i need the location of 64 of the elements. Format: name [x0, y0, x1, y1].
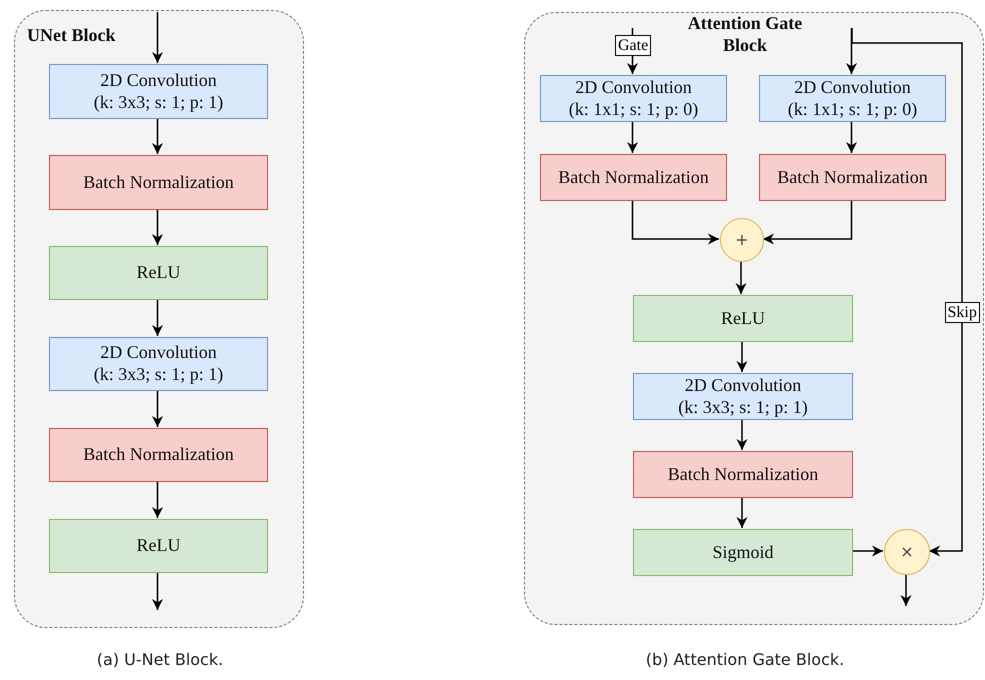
arrow — [152, 390, 163, 427]
block-container — [14, 10, 304, 628]
batch-norm-box — [540, 154, 727, 201]
layer-name: Batch Normalization — [83, 172, 234, 194]
conv-box — [49, 64, 268, 119]
layer-params: (k: 3x3; s: 1; p: 1) — [678, 396, 808, 418]
arrow — [152, 209, 163, 245]
conv-box — [540, 75, 727, 122]
arrow — [152, 118, 163, 154]
block-title: Attention Gate Block — [686, 13, 804, 56]
arrow — [632, 200, 719, 244]
figure-caption: (b) Attention Gate Block. — [646, 650, 844, 669]
arrow — [736, 497, 748, 528]
layer-params: (k: 3x3; s: 1; p: 1) — [94, 92, 224, 114]
operator-symbol: × — [900, 542, 914, 562]
activation-box — [49, 246, 268, 300]
operator-circle — [720, 218, 764, 262]
arrow — [900, 574, 912, 606]
activation-box — [633, 295, 853, 342]
block-container — [524, 12, 984, 625]
layer-name: Batch Normalization — [668, 464, 818, 486]
operator-circle — [884, 529, 930, 575]
arrow — [851, 28, 963, 556]
activation-box — [49, 519, 268, 573]
conv-box — [49, 337, 268, 391]
layer-params: (k: 1x1; s: 1; p: 0) — [568, 98, 698, 120]
layer-name: Batch Normalization — [777, 166, 928, 188]
conv-box — [759, 75, 946, 122]
arrow — [152, 572, 163, 610]
block-title: UNet Block — [27, 25, 116, 47]
arrow — [763, 200, 852, 244]
arrow — [152, 481, 163, 518]
layer-name: ReLU — [136, 262, 180, 284]
batch-norm-box — [633, 451, 853, 498]
arrow — [736, 261, 746, 294]
layer-name: 2D Convolution — [794, 76, 911, 98]
layer-name: 2D Convolution — [100, 70, 217, 92]
layer-params: (k: 1x1; s: 1; p: 0) — [788, 98, 918, 120]
layer-name: 2D Convolution — [575, 76, 692, 98]
conv-box — [633, 373, 853, 420]
figure-caption: (a) U-Net Block. — [96, 650, 224, 669]
arrow — [152, 299, 163, 336]
layer-name: ReLU — [721, 308, 765, 330]
edge-label: Skip — [944, 302, 980, 323]
activation-box — [633, 529, 853, 576]
arrow — [736, 419, 748, 450]
arrow — [627, 121, 638, 153]
layer-name: Batch Normalization — [83, 444, 234, 466]
layer-name: ReLU — [136, 535, 180, 557]
layer-name: 2D Convolution — [100, 342, 217, 364]
arrow — [846, 28, 857, 74]
arrow — [852, 546, 883, 556]
batch-norm-box — [49, 155, 268, 210]
arrow — [152, 12, 163, 63]
batch-norm-box — [49, 428, 268, 482]
operator-symbol: + — [735, 230, 749, 250]
arrow — [736, 341, 748, 372]
arrow — [846, 121, 857, 153]
layer-name: Batch Normalization — [558, 166, 709, 188]
layer-name: Sigmoid — [712, 542, 774, 564]
batch-norm-box — [759, 154, 946, 201]
layer-name: 2D Convolution — [684, 374, 802, 396]
edge-label: Gate — [615, 34, 652, 56]
layer-params: (k: 3x3; s: 1; p: 1) — [94, 364, 224, 386]
